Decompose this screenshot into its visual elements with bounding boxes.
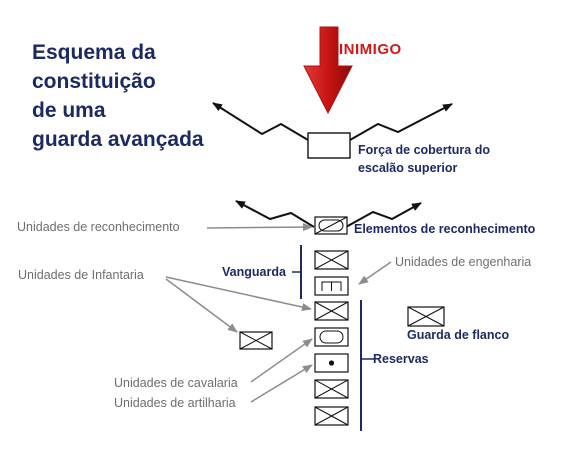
cover-force-label-line-2: escalão superior [358, 161, 458, 175]
artillery-symbol [314, 353, 349, 373]
engineer-symbol [314, 276, 349, 296]
title-line-4: guarda avançada [32, 128, 204, 151]
cover-force-lines [212, 102, 453, 141]
reserves-label: Reservas [373, 352, 429, 366]
recon-units-label: Unidades de reconhecimento [17, 220, 180, 234]
pointer-arrows [165, 223, 392, 403]
title-line-3: de uma [32, 99, 106, 122]
cavalry-symbol [314, 327, 349, 347]
cover-force-label-line-1: Força de cobertura do [358, 143, 490, 157]
engineer-units-label: Unidades de engenharia [395, 255, 532, 269]
cover-force-symbol [307, 132, 351, 159]
main-infantry-symbol [314, 301, 349, 321]
flank-guard-label: Guarda de flanco [407, 328, 510, 342]
flank-left-infantry-symbol [239, 331, 273, 350]
enemy-arrow-icon [303, 26, 353, 115]
diagram-title: Esquema da constituição de uma guarda av… [32, 38, 204, 154]
title-line-1: Esquema da [32, 41, 156, 64]
recon-elements-lines [235, 200, 422, 228]
vanguard-infantry-symbol [314, 250, 349, 270]
artillery-units-label: Unidades de artilharia [114, 396, 236, 410]
flank-guard-symbol [407, 306, 445, 327]
cavalry-units-label: Unidades de cavalaria [114, 376, 238, 390]
reserve-infantry-symbol-1 [314, 379, 349, 399]
infantry-units-label: Unidades de Infantaria [18, 268, 144, 282]
recon-elements-label: Elementos de reconhecimento [354, 222, 536, 236]
vanguard-label: Vanguarda [222, 265, 286, 279]
cover-force-label: Força de cobertura do escalão superior [358, 141, 490, 177]
recon-element-symbol [314, 216, 348, 235]
reserve-infantry-symbol-2 [314, 406, 349, 426]
title-line-2: constituição [32, 70, 156, 93]
enemy-label: INIMIGO [339, 41, 402, 58]
